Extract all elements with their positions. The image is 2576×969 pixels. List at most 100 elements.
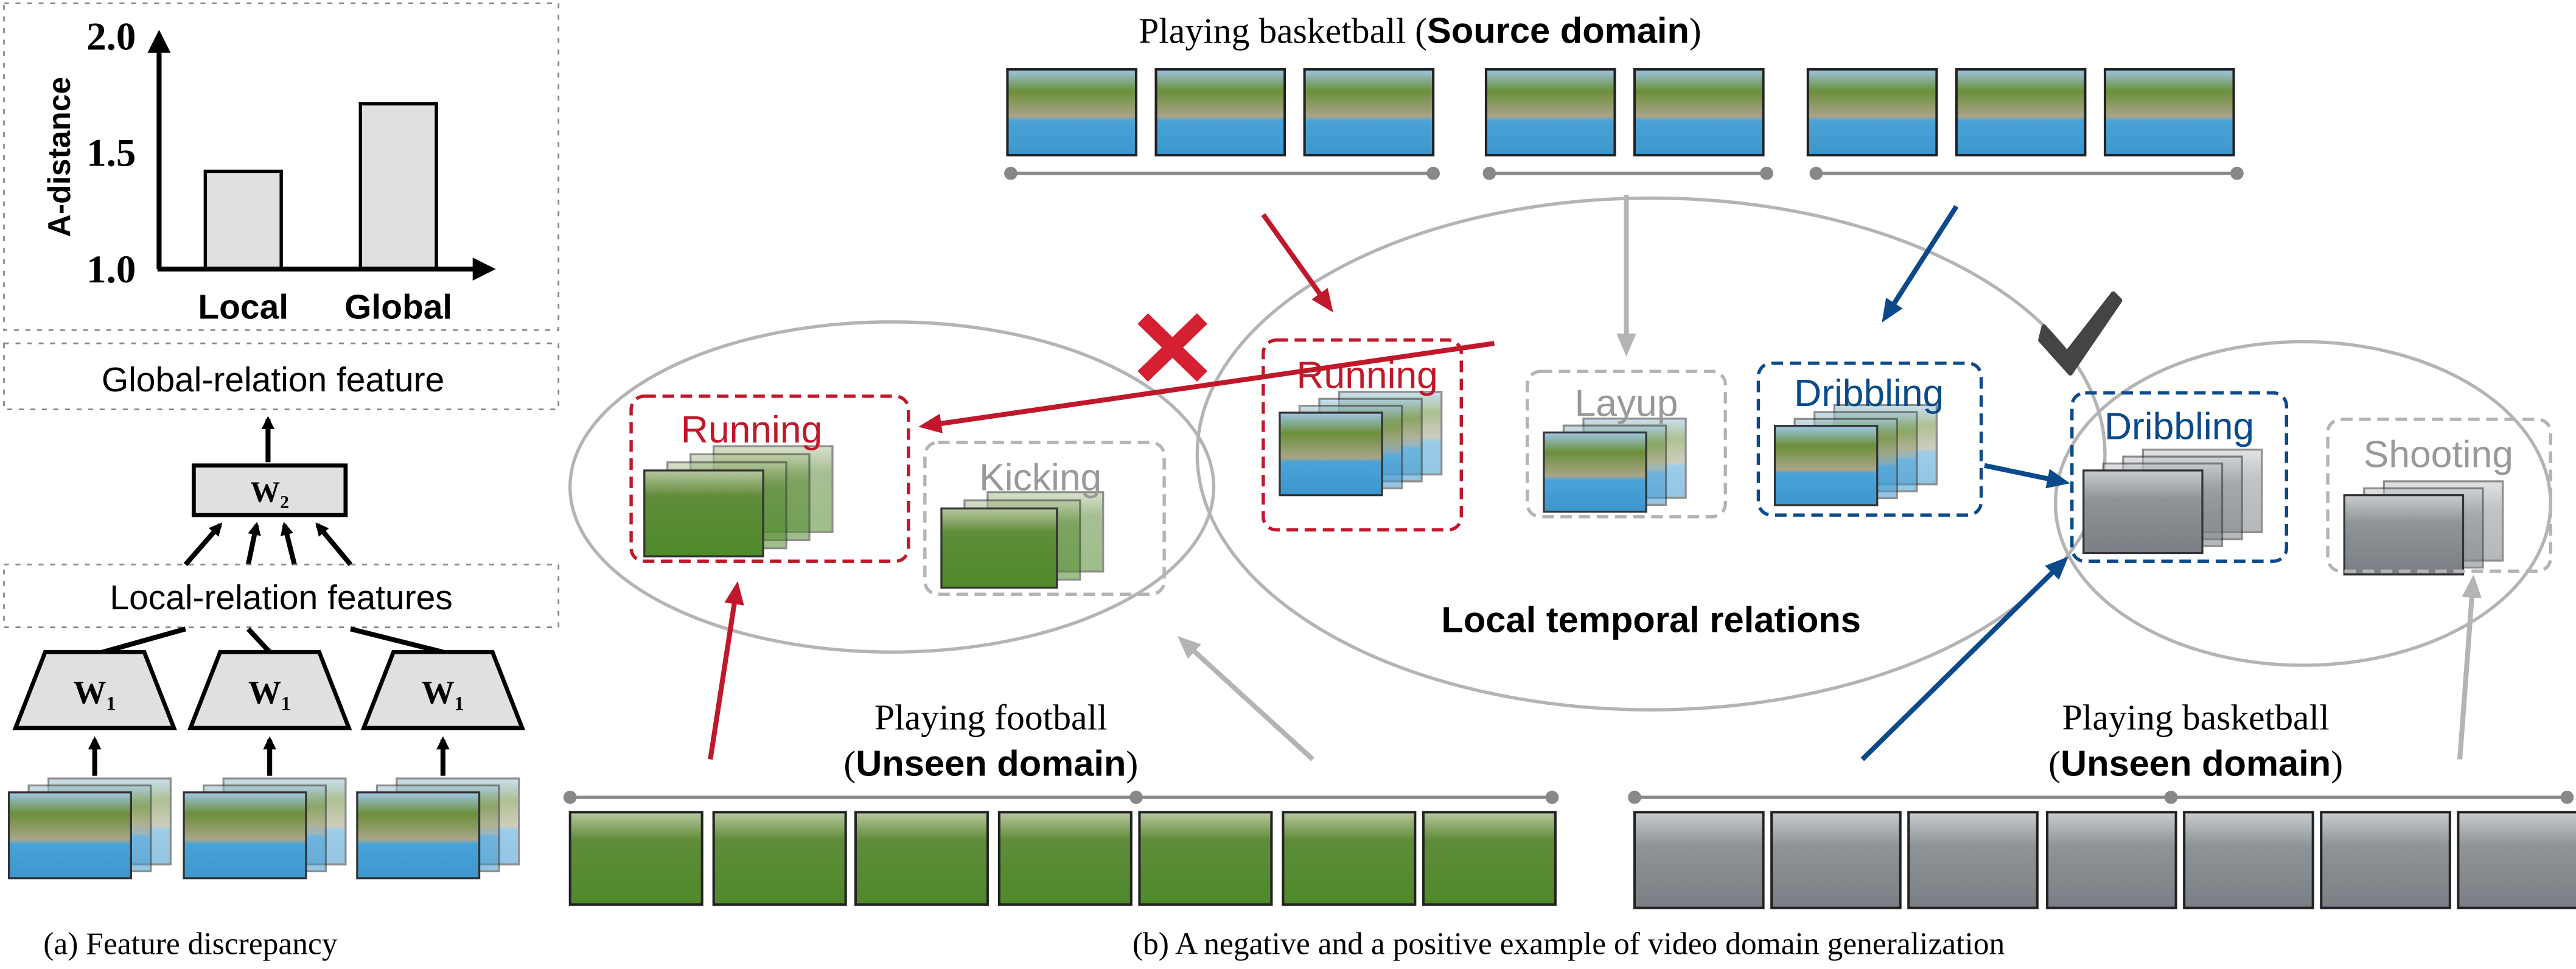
video-frame xyxy=(1282,811,1417,906)
timeline-dot xyxy=(1004,166,1017,180)
video-frame xyxy=(1907,811,2039,909)
video-frame xyxy=(854,811,989,906)
w1-label: W₁ xyxy=(422,674,464,710)
local-features-box xyxy=(3,564,560,628)
w1-label: W₁ xyxy=(73,674,116,710)
frame-stack xyxy=(356,777,520,880)
football-relations-ellipse xyxy=(568,320,1216,654)
y-axis-label: A-distance xyxy=(41,77,77,237)
unseen-dribbling-frames xyxy=(2082,449,2263,554)
dribbling-frames xyxy=(1773,404,1938,506)
checkmark-icon xyxy=(2038,291,2123,376)
video-frame xyxy=(1806,68,1938,156)
video-frame xyxy=(2457,811,2576,909)
frame-stack xyxy=(183,777,347,880)
caption-a: (a) Feature discrepancy xyxy=(43,927,338,962)
timeline-dot xyxy=(563,791,577,804)
w2-box xyxy=(191,463,348,517)
unseen-shooting-box xyxy=(2326,418,2552,573)
timeline-dot xyxy=(1129,791,1143,804)
caption-b: (b) A negative and a positive example of… xyxy=(1133,927,2005,962)
football-kicking-label: Kicking xyxy=(979,457,1101,498)
video-frame xyxy=(712,811,847,906)
w1-block xyxy=(187,649,352,730)
kicking-frames xyxy=(940,491,1105,589)
running-frames xyxy=(1279,391,1443,497)
w1-block xyxy=(360,649,526,730)
video-frame xyxy=(1955,68,2087,156)
football-title: Playing football xyxy=(874,698,1108,738)
w1-label: W₁ xyxy=(248,674,291,710)
source-running-box xyxy=(1262,338,1463,532)
video-frame xyxy=(2103,68,2235,156)
video-frame xyxy=(940,507,1058,589)
source-dribbling-label: Dribbling xyxy=(1794,373,1944,415)
y-tick-label: 2.0 xyxy=(86,15,136,58)
video-frame xyxy=(1773,425,1879,506)
video-frame xyxy=(997,811,1133,906)
source-layup-label: Layup xyxy=(1575,382,1678,424)
bar-global xyxy=(358,102,438,271)
arrow-red xyxy=(708,581,744,760)
video-frame xyxy=(1633,811,1765,909)
timeline-dot xyxy=(1809,166,1823,180)
timeline-dot xyxy=(2230,166,2244,180)
video-frame xyxy=(2320,811,2451,909)
football-domain: (Unseen domain) xyxy=(843,743,1138,784)
timeline-dot xyxy=(1628,791,1641,804)
y-tick-label: 1.5 xyxy=(86,131,136,175)
football-running-frames xyxy=(643,445,834,558)
video-frame xyxy=(2082,469,2204,554)
timeline-dot xyxy=(1482,166,1496,180)
timeline-dot xyxy=(2164,791,2178,804)
cross-icon xyxy=(1137,313,1207,382)
video-frame xyxy=(1484,68,1616,156)
timeline-dot xyxy=(2560,791,2574,804)
w1-block xyxy=(12,649,177,730)
source-dribbling-box xyxy=(1756,361,1983,517)
video-frame xyxy=(1543,431,1647,513)
arrow-gray xyxy=(2457,574,2482,760)
panel-b: Playing basketball (Source domain) Runni… xyxy=(563,10,2576,962)
connector xyxy=(102,626,186,655)
unseen-basketball-title: Playing basketball xyxy=(2062,698,2330,738)
w2-label: W₂ xyxy=(250,475,288,508)
video-frame xyxy=(356,791,481,880)
source-title: Playing basketball (Source domain) xyxy=(1139,10,1702,51)
video-frame xyxy=(2343,494,2465,576)
layup-frames xyxy=(1543,418,1687,513)
video-frame xyxy=(183,791,307,880)
unseen-dribbling-box xyxy=(2070,391,2289,563)
arrow-red xyxy=(1261,213,1333,313)
source-relations-ellipse xyxy=(1195,196,2107,712)
x-tick-label: Global xyxy=(344,287,452,326)
arrow-blue xyxy=(1882,205,1959,323)
connector xyxy=(350,626,444,655)
video-frame xyxy=(2046,811,2177,909)
football-running-box xyxy=(629,394,910,563)
video-frame xyxy=(2183,811,2314,909)
arrow-gray xyxy=(1177,635,1314,761)
video-frame xyxy=(1633,68,1765,156)
basketball-relations-ellipse xyxy=(2053,340,2552,667)
unseen-dribbling-label: Dribbling xyxy=(2104,405,2254,447)
timeline-dot xyxy=(1426,166,1440,180)
video-frame xyxy=(1279,411,1383,497)
video-frame xyxy=(1422,811,1557,906)
arrow-blue xyxy=(1860,556,2068,761)
unseen-basketball-domain: (Unseen domain) xyxy=(2048,743,2343,784)
source-layup-box xyxy=(1526,369,1727,519)
connector xyxy=(246,627,272,654)
frame-stack xyxy=(7,777,172,880)
football-running-label: Running xyxy=(681,409,822,451)
global-feature-label: Global-relation feature xyxy=(102,360,444,399)
unseen-shooting-label: Shooting xyxy=(2364,434,2513,476)
video-frame xyxy=(1006,68,1138,156)
timeline-dot xyxy=(1545,791,1559,804)
video-frame xyxy=(643,469,764,558)
video-frame xyxy=(1154,68,1286,156)
chart-box xyxy=(3,2,560,331)
local-features-label: Local-relation features xyxy=(110,578,452,617)
video-frame xyxy=(7,791,132,880)
